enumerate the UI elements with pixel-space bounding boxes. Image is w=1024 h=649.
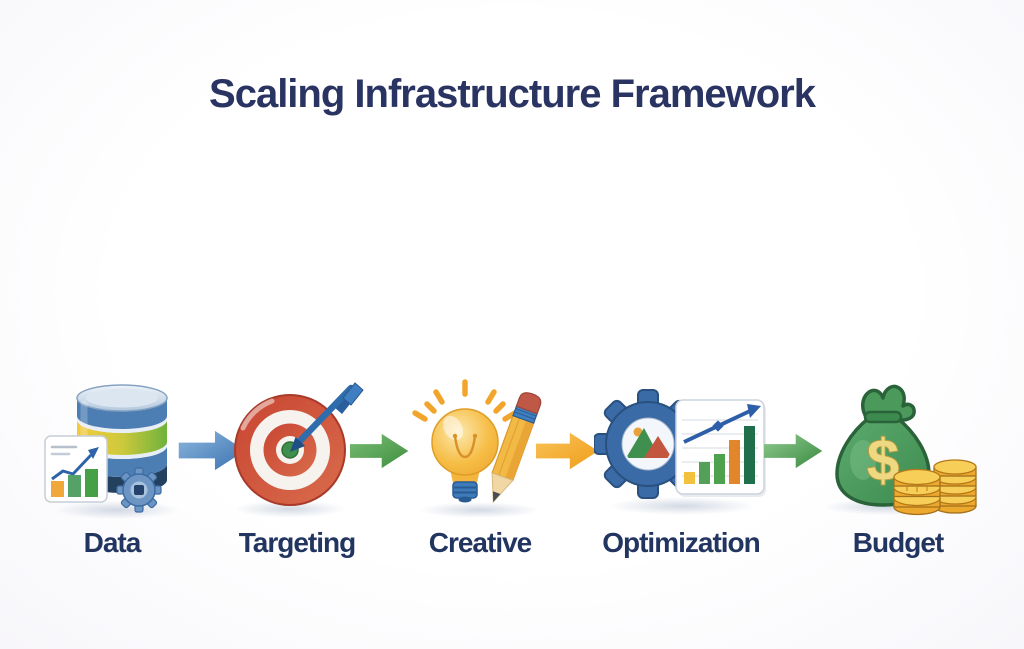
flow-arrow-4	[764, 433, 823, 469]
mini-chart-card	[44, 435, 108, 503]
database-analytics-icon	[44, 384, 179, 519]
bulb-icon	[431, 408, 499, 503]
page-title: Scaling Infrastructure Framework	[209, 72, 816, 116]
dart-icon	[290, 382, 364, 452]
flow-arrow-2	[350, 433, 409, 469]
target-dart-icon	[234, 382, 364, 518]
flow-arrow-1	[178, 430, 246, 471]
flow-arrow-3	[536, 432, 599, 470]
gear-chart-icon	[593, 389, 766, 515]
coin-stack-front	[893, 468, 941, 516]
rays-icon	[412, 379, 518, 422]
step-label: Data	[83, 527, 142, 558]
lightbulb-pencil-icon	[412, 379, 542, 518]
step-budget: $	[817, 376, 979, 566]
step-label: Budget	[852, 527, 944, 558]
step-label: Optimization	[602, 527, 761, 558]
pencil-icon	[491, 392, 542, 504]
mini-mountain-chart	[625, 427, 672, 458]
step-optimization: Optimization	[586, 376, 776, 566]
step-label: Creative	[428, 527, 533, 558]
step-data: Data	[32, 376, 192, 566]
gear-small-icon	[116, 467, 162, 513]
step-creative: Creative	[403, 376, 557, 566]
step-targeting: Targeting	[222, 376, 372, 566]
step-label: Targeting	[238, 527, 356, 558]
money-bag-coins-icon: $	[823, 384, 977, 516]
bar-chart-card	[674, 399, 766, 497]
